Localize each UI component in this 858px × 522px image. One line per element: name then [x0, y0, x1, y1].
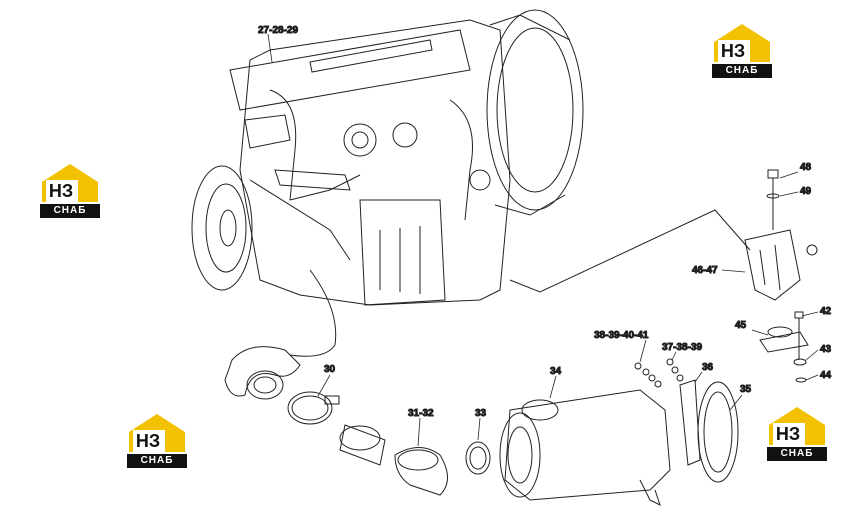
- logo-mark: НЗ: [135, 431, 161, 451]
- callout-27-28-29: 27-28-29: [258, 25, 298, 36]
- bolt-48: [767, 169, 779, 230]
- callout-33: 33: [475, 408, 487, 419]
- callout-43: 43: [820, 344, 832, 355]
- air-cleaner-34: [499, 389, 671, 506]
- callout-30: 30: [324, 364, 336, 375]
- leader-line-bracket: [509, 209, 751, 293]
- fasteners-38-41: [634, 362, 662, 388]
- callout-37-38-39: 37-38-39: [662, 342, 702, 353]
- logo-mark: НЗ: [48, 181, 74, 201]
- brand-logo-bottom-right: НЗ СНАБ: [765, 405, 829, 465]
- callout-46-47: 46-47: [692, 265, 718, 276]
- fasteners-37-39: [666, 358, 684, 382]
- brand-logo-left: НЗ СНАБ: [38, 162, 102, 222]
- elbow-hose: [224, 346, 301, 400]
- logo-house-icon: [714, 24, 770, 62]
- mount-bracket-46-47: [744, 229, 818, 301]
- end-cover-35: [697, 381, 739, 483]
- callout-34: 34: [550, 366, 562, 377]
- logo-house-icon: [42, 164, 98, 202]
- engine-assembly: [191, 9, 584, 306]
- clamp-ring-33: [465, 441, 491, 475]
- logo-mark: НЗ: [775, 424, 801, 444]
- bolt-42: [794, 311, 804, 360]
- washer-44: [795, 377, 807, 383]
- leader-line-hose: [289, 269, 337, 357]
- logo-mark: НЗ: [720, 41, 746, 61]
- nut-43: [793, 358, 807, 366]
- rubber-mount-45: [759, 326, 809, 353]
- brand-logo-top-right: НЗ СНАБ: [710, 22, 774, 82]
- callout-leaders: [267, 33, 819, 447]
- brand-logo-bottom-left: НЗ СНАБ: [125, 412, 189, 472]
- callout-44: 44: [820, 370, 832, 381]
- logo-sub: СНАБ: [767, 447, 827, 461]
- logo-sub: СНАБ: [712, 64, 772, 78]
- hose-clamp-30: [287, 391, 340, 425]
- callout-48: 48: [800, 162, 812, 173]
- callout-49: 49: [800, 186, 812, 197]
- bracket-strap-36: [679, 379, 701, 466]
- callout-42: 42: [820, 306, 832, 317]
- logo-house-icon: [129, 414, 185, 452]
- callout-36: 36: [702, 362, 714, 373]
- elbow-31-32: [394, 447, 448, 496]
- logo-sub: СНАБ: [40, 204, 100, 218]
- callout-31-32: 31-32: [408, 408, 434, 419]
- callout-35: 35: [740, 384, 752, 395]
- washer-49: [766, 193, 780, 199]
- callout-45: 45: [735, 320, 747, 331]
- straight-sleeve: [339, 424, 386, 466]
- callout-38-39-40-41: 38-39-40-41: [594, 330, 649, 341]
- logo-house-icon: [769, 407, 825, 445]
- logo-sub: СНАБ: [127, 454, 187, 468]
